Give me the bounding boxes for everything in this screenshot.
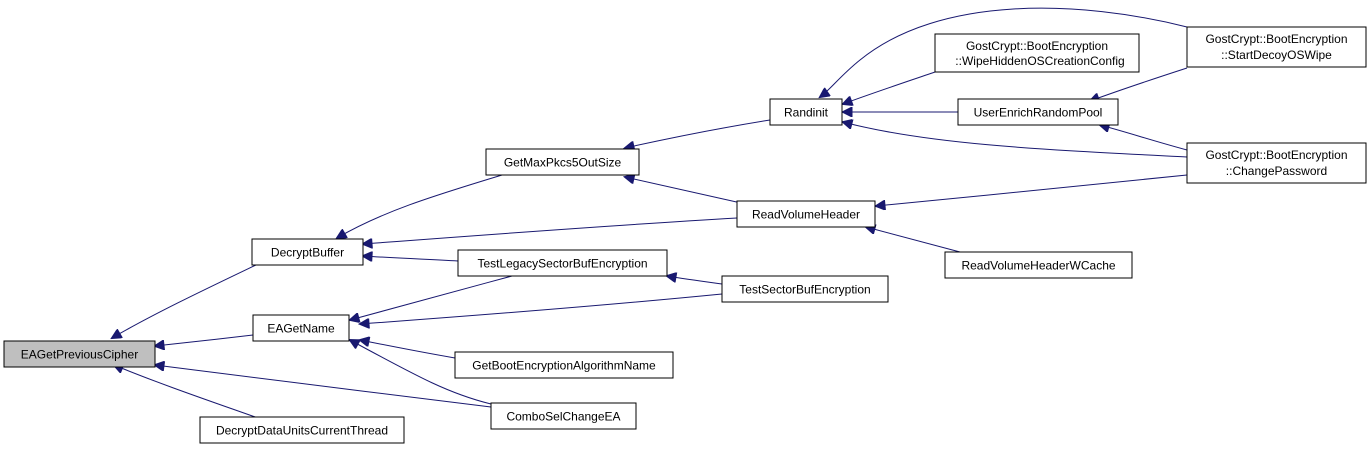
node-label: EAGetName [267,322,335,336]
node-label: GetMaxPkcs5OutSize [504,156,622,170]
node-label: DecryptDataUnitsCurrentThread [216,424,388,438]
node-decryptbuffer[interactable]: DecryptBuffer [251,238,364,266]
node-eagetpreviouscipher[interactable]: EAGetPreviousCipher [3,340,156,368]
edge-randinit-to-getmaxpkcs5 [625,119,771,148]
node-label: ReadVolumeHeader [752,208,860,222]
edge-testlegacy-to-eagetname [350,275,513,320]
nodes: EAGetPreviousCipher DecryptBuffer EAGetN… [3,26,1367,444]
edge-startdecoy-to-randinit [820,7,1188,97]
edge-changepassword-to-userenrich [1100,125,1188,151]
edge-getmaxpkcs5-to-decryptbuffer [337,174,503,238]
node-readvolumeheader[interactable]: ReadVolumeHeader [736,200,876,228]
node-eagetname[interactable]: EAGetName [252,314,350,342]
node-label-line2: ::StartDecoyOSWipe [1221,48,1332,62]
edge-getbootenc-to-eagetname [360,340,456,359]
node-label: ReadVolumeHeaderWCache [961,259,1115,273]
edge-decryptdataunits-to-root [114,365,259,419]
node-testlegacysectorbufencryption[interactable]: TestLegacySectorBufEncryption [457,249,668,277]
node-label-line1: GostCrypt::BootEncryption [1205,32,1347,46]
node-label: ComboSelChangeEA [506,410,620,424]
node-decryptdataunitscurrentthread[interactable]: DecryptDataUnitsCurrentThread [199,416,405,444]
node-getbootencryptionalgorithmname[interactable]: GetBootEncryptionAlgorithmName [454,351,674,379]
edge-testsector-to-eagetname [360,293,723,324]
edge-readvolumeheader-to-decryptbuffer [363,217,738,244]
edge-changepassword-to-randinit [843,122,1188,158]
edge-combosel-to-root [155,365,492,408]
node-label-line2: ::WipeHiddenOSCreationConfig [955,54,1124,68]
node-label-line2: ::ChangePassword [1226,164,1327,178]
node-readvolumeheaderwcache[interactable]: ReadVolumeHeaderWCache [944,251,1133,279]
node-label: EAGetPreviousCipher [21,348,138,362]
node-startdecoyoswipe[interactable]: GostCrypt::BootEncryption ::StartDecoyOS… [1186,26,1367,68]
node-wipehiddenoscreationconfig[interactable]: GostCrypt::BootEncryption ::WipeHiddenOS… [934,33,1140,73]
node-testsectorbufencryption[interactable]: TestSectorBufEncryption [721,275,889,303]
edge-eagetname-to-root [155,334,254,346]
edge-readvhwcache-to-readvolumeheader [866,227,961,253]
edge-startdecoy-to-userenrich [1090,67,1188,101]
edge-testlegacy-to-decryptbuffer [363,256,459,261]
node-changepassword[interactable]: GostCrypt::BootEncryption ::ChangePasswo… [1186,142,1367,184]
node-label: UserEnrichRandomPool [974,106,1103,120]
node-label: GetBootEncryptionAlgorithmName [472,359,656,373]
edge-testsector-to-testlegacy [667,276,723,285]
node-label: Randinit [784,106,829,120]
node-randinit[interactable]: Randinit [769,98,843,126]
edge-decryptbuffer-to-root [112,263,259,338]
node-getmaxpkcs5outsize[interactable]: GetMaxPkcs5OutSize [485,148,640,176]
node-label-line1: GostCrypt::BootEncryption [966,39,1108,53]
node-comboselchangeea[interactable]: ComboSelChangeEA [490,402,637,430]
node-userenrichrandompool[interactable]: UserEnrichRandomPool [957,98,1119,126]
node-label: DecryptBuffer [271,246,344,260]
edge-wipehidden-to-randinit [843,71,936,104]
edge-combosel-to-eagetname [350,340,492,405]
node-label: TestSectorBufEncryption [739,283,870,297]
edge-changepassword-to-readvolumeheader [876,174,1188,206]
node-label: TestLegacySectorBufEncryption [477,257,647,271]
edges [112,7,1188,419]
node-label-line1: GostCrypt::BootEncryption [1205,148,1347,162]
edge-readvolumeheader-to-getmaxpkcs5 [625,177,751,206]
